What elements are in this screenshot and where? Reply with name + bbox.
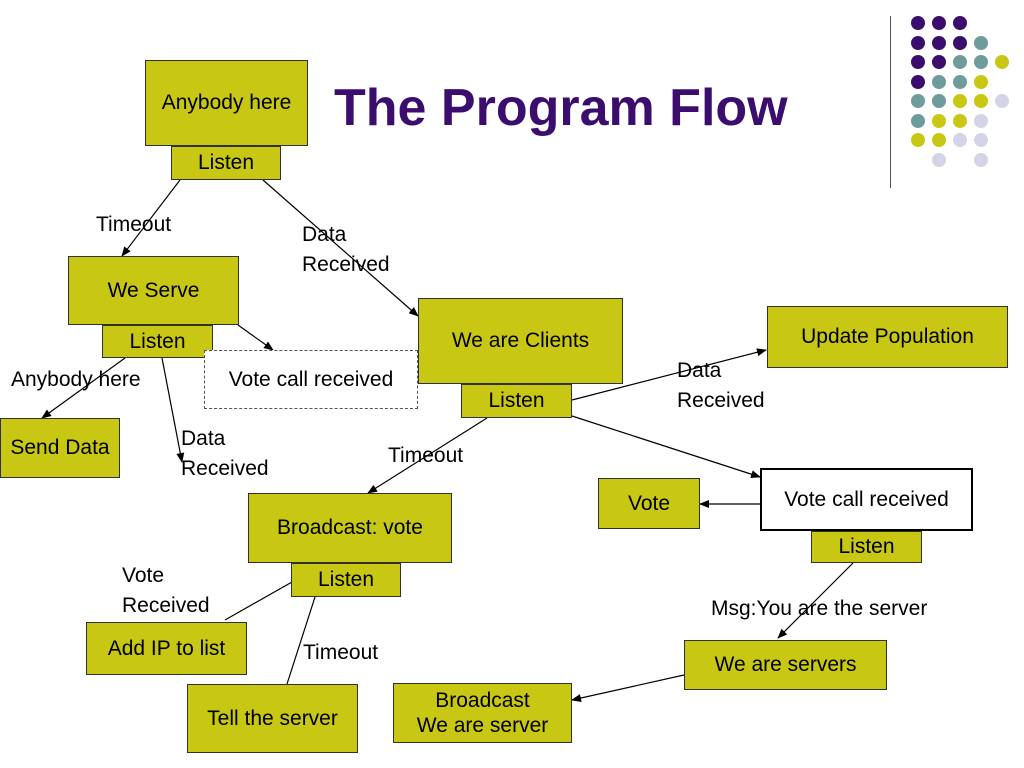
- tell-server-box: Tell the server: [187, 684, 358, 753]
- decorative-dot: [974, 35, 988, 50]
- vote-received-label: Vote Received: [122, 564, 210, 618]
- arrow-listen1-to-we-are-clients: [262, 179, 419, 317]
- listen-box-5: Listen: [811, 531, 922, 563]
- arrow-listen1-to-we-serve: [121, 179, 181, 257]
- vote-call-received-box-2: Vote call received: [760, 468, 973, 531]
- decorative-dot: [932, 16, 946, 30]
- decorative-dot: [953, 133, 967, 147]
- decorative-dot: [932, 133, 946, 147]
- decorative-dot: [953, 94, 967, 108]
- broadcast-we-are-server-box: Broadcast We are server: [393, 683, 572, 743]
- timeout-label-1: Timeout: [96, 213, 172, 236]
- decorative-dot: [932, 113, 946, 128]
- title-divider-line: [890, 16, 891, 188]
- decorative-dot: [953, 74, 967, 89]
- decorative-dot: [953, 16, 967, 30]
- decorative-dot: [974, 113, 988, 128]
- decorative-dot: [932, 94, 946, 108]
- vote-box: Vote: [598, 478, 700, 529]
- arrow-listen2-to-send-data: [41, 357, 126, 419]
- listen-box-4: Listen: [291, 563, 401, 597]
- add-ip-box: Add IP to list: [86, 622, 247, 675]
- timeout-label-3: Timeout: [303, 641, 379, 664]
- decorative-dot: [995, 55, 1009, 69]
- decorative-dot: [974, 133, 988, 147]
- anybody-here-box: Anybody here: [145, 60, 308, 146]
- decorative-dot: [953, 113, 967, 128]
- decorative-dot: [932, 55, 946, 69]
- decorative-dot: [911, 16, 925, 30]
- timeout-label-2: Timeout: [388, 444, 464, 467]
- decorative-dot: [911, 74, 925, 89]
- decorative-dot: [953, 55, 967, 69]
- decorative-dot: [953, 35, 967, 50]
- we-serve-box: We Serve: [68, 256, 239, 325]
- decorative-dot: [911, 55, 925, 69]
- decorative-dot: [995, 94, 1009, 108]
- decorative-dot: [911, 113, 925, 128]
- decorative-dot: [932, 35, 946, 50]
- we-are-servers-box: We are servers: [684, 640, 887, 690]
- decorative-dot: [911, 35, 925, 50]
- decorative-dot: [974, 152, 988, 167]
- vote-call-received-box-1: Vote call received: [204, 350, 418, 409]
- arrow-listen2-to-vote-call: [237, 324, 274, 351]
- decorative-dot: [932, 152, 946, 167]
- decorative-dot: [974, 55, 988, 69]
- arrow-listen3-to-broadcast-vote: [367, 417, 488, 494]
- line-listen4-to-tell-server: [286, 596, 316, 685]
- decorative-dot: [974, 74, 988, 89]
- page-title: The Program Flow: [334, 79, 788, 137]
- listen-box-1: Listen: [171, 146, 281, 180]
- we-are-clients-box: We are Clients: [418, 298, 623, 384]
- decorative-dot: [911, 94, 925, 108]
- update-population-box: Update Population: [767, 306, 1008, 368]
- decorative-dot: [911, 133, 925, 147]
- send-data-box: Send Data: [0, 418, 120, 478]
- msg-server-label: Msg:You are the server: [711, 597, 928, 620]
- data-received-label-1: Data Received: [302, 223, 390, 277]
- listen-box-2: Listen: [102, 325, 213, 358]
- arrow-listen3-to-vote-call: [571, 415, 761, 479]
- decorative-dot: [974, 94, 988, 108]
- anybody-here-label: Anybody here: [11, 368, 141, 391]
- arrow-listen2-down: [161, 357, 185, 463]
- listen-box-3: Listen: [461, 384, 572, 418]
- data-received-label-2: Data Received: [181, 427, 269, 481]
- broadcast-vote-box: Broadcast: vote: [248, 493, 452, 563]
- arrow-listen5-to-we-are-servers: [777, 562, 854, 639]
- arrow-listen3-to-update-population: [571, 348, 767, 401]
- decorative-dot: [932, 74, 946, 89]
- arrow-we-are-servers-to-broadcast: [571, 674, 685, 702]
- data-received-label-3: Data Received: [677, 359, 765, 413]
- line-listen4-to-add-ip: [224, 581, 293, 621]
